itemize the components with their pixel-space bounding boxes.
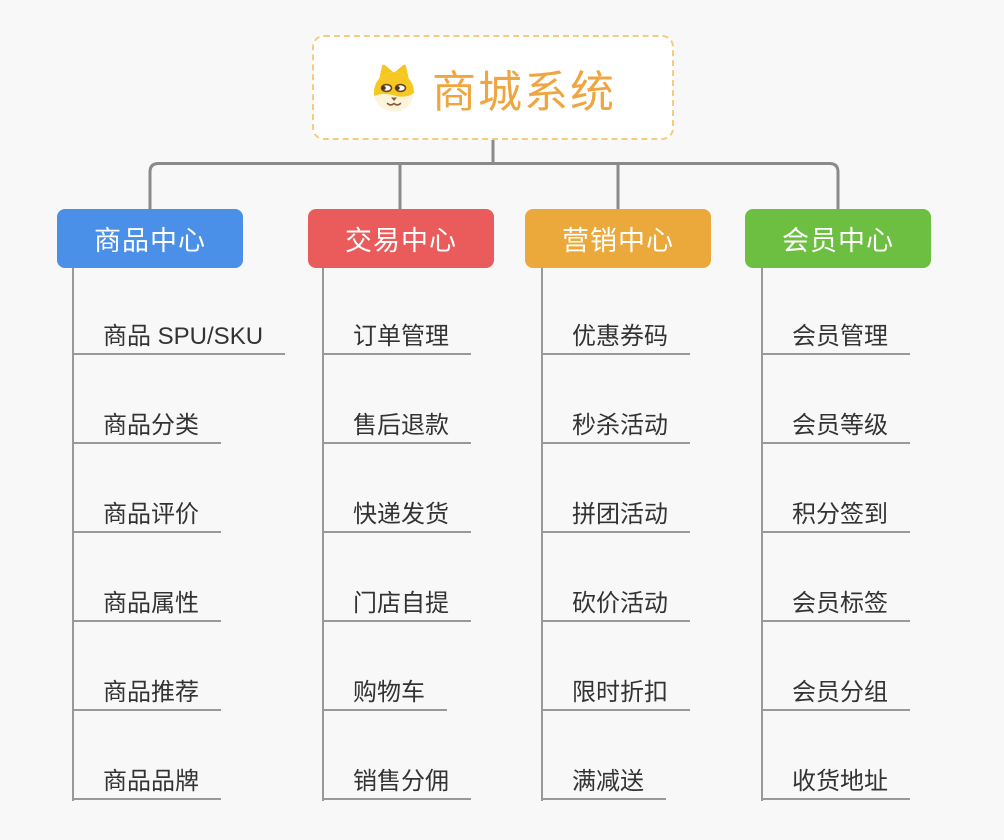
leaf-item[interactable]: 售后退款: [322, 410, 471, 444]
leaf-item[interactable]: 订单管理: [322, 321, 471, 355]
leaf-item[interactable]: 快递发货: [322, 499, 471, 533]
leaf-item[interactable]: 商品评价: [72, 499, 221, 533]
leaf-item[interactable]: 收货地址: [761, 766, 910, 800]
branch-column-marketing: 优惠券码 秒杀活动 拼团活动 砍价活动 限时折扣 满减送: [541, 268, 821, 801]
branch-header-trade-center[interactable]: 交易中心: [308, 209, 494, 268]
branch-column-member: 会员管理 会员等级 积分签到 会员标签 会员分组 收货地址: [761, 268, 1004, 801]
leaf-item[interactable]: 商品属性: [72, 588, 221, 622]
leaf-item[interactable]: 销售分佣: [322, 766, 471, 800]
leaf-item[interactable]: 积分签到: [761, 499, 910, 533]
leaf-item[interactable]: 秒杀活动: [541, 410, 690, 444]
leaf-item[interactable]: 门店自提: [322, 588, 471, 622]
leaf-item[interactable]: 购物车: [322, 677, 447, 711]
leaf-item[interactable]: 商品品牌: [72, 766, 221, 800]
leaf-item[interactable]: 限时折扣: [541, 677, 690, 711]
leaf-item[interactable]: 满减送: [541, 766, 666, 800]
dog-face-icon: [370, 62, 418, 114]
leaf-item[interactable]: 会员管理: [761, 321, 910, 355]
branch-header-marketing-center[interactable]: 营销中心: [525, 209, 711, 268]
leaf-item[interactable]: 商品推荐: [72, 677, 221, 711]
leaf-item[interactable]: 优惠券码: [541, 321, 690, 355]
root-title: 商城系统: [432, 67, 616, 117]
branch-column-trade: 订单管理 售后退款 快递发货 门店自提 购物车 销售分佣: [322, 268, 602, 801]
leaf-item[interactable]: 会员分组: [761, 677, 910, 711]
leaf-item[interactable]: 砍价活动: [541, 588, 690, 622]
leaf-item[interactable]: 商品分类: [72, 410, 221, 444]
root-node[interactable]: 商城系统: [312, 35, 674, 140]
branch-header-product-center[interactable]: 商品中心: [57, 209, 243, 268]
branch-header-member-center[interactable]: 会员中心: [745, 209, 931, 268]
leaf-item[interactable]: 拼团活动: [541, 499, 690, 533]
leaf-item[interactable]: 会员等级: [761, 410, 910, 444]
leaf-item[interactable]: 商品 SPU/SKU: [72, 321, 286, 355]
branch-column-product: 商品 SPU/SKU 商品分类 商品评价 商品属性 商品推荐 商品品牌: [72, 268, 352, 801]
leaf-item[interactable]: 会员标签: [761, 588, 910, 622]
